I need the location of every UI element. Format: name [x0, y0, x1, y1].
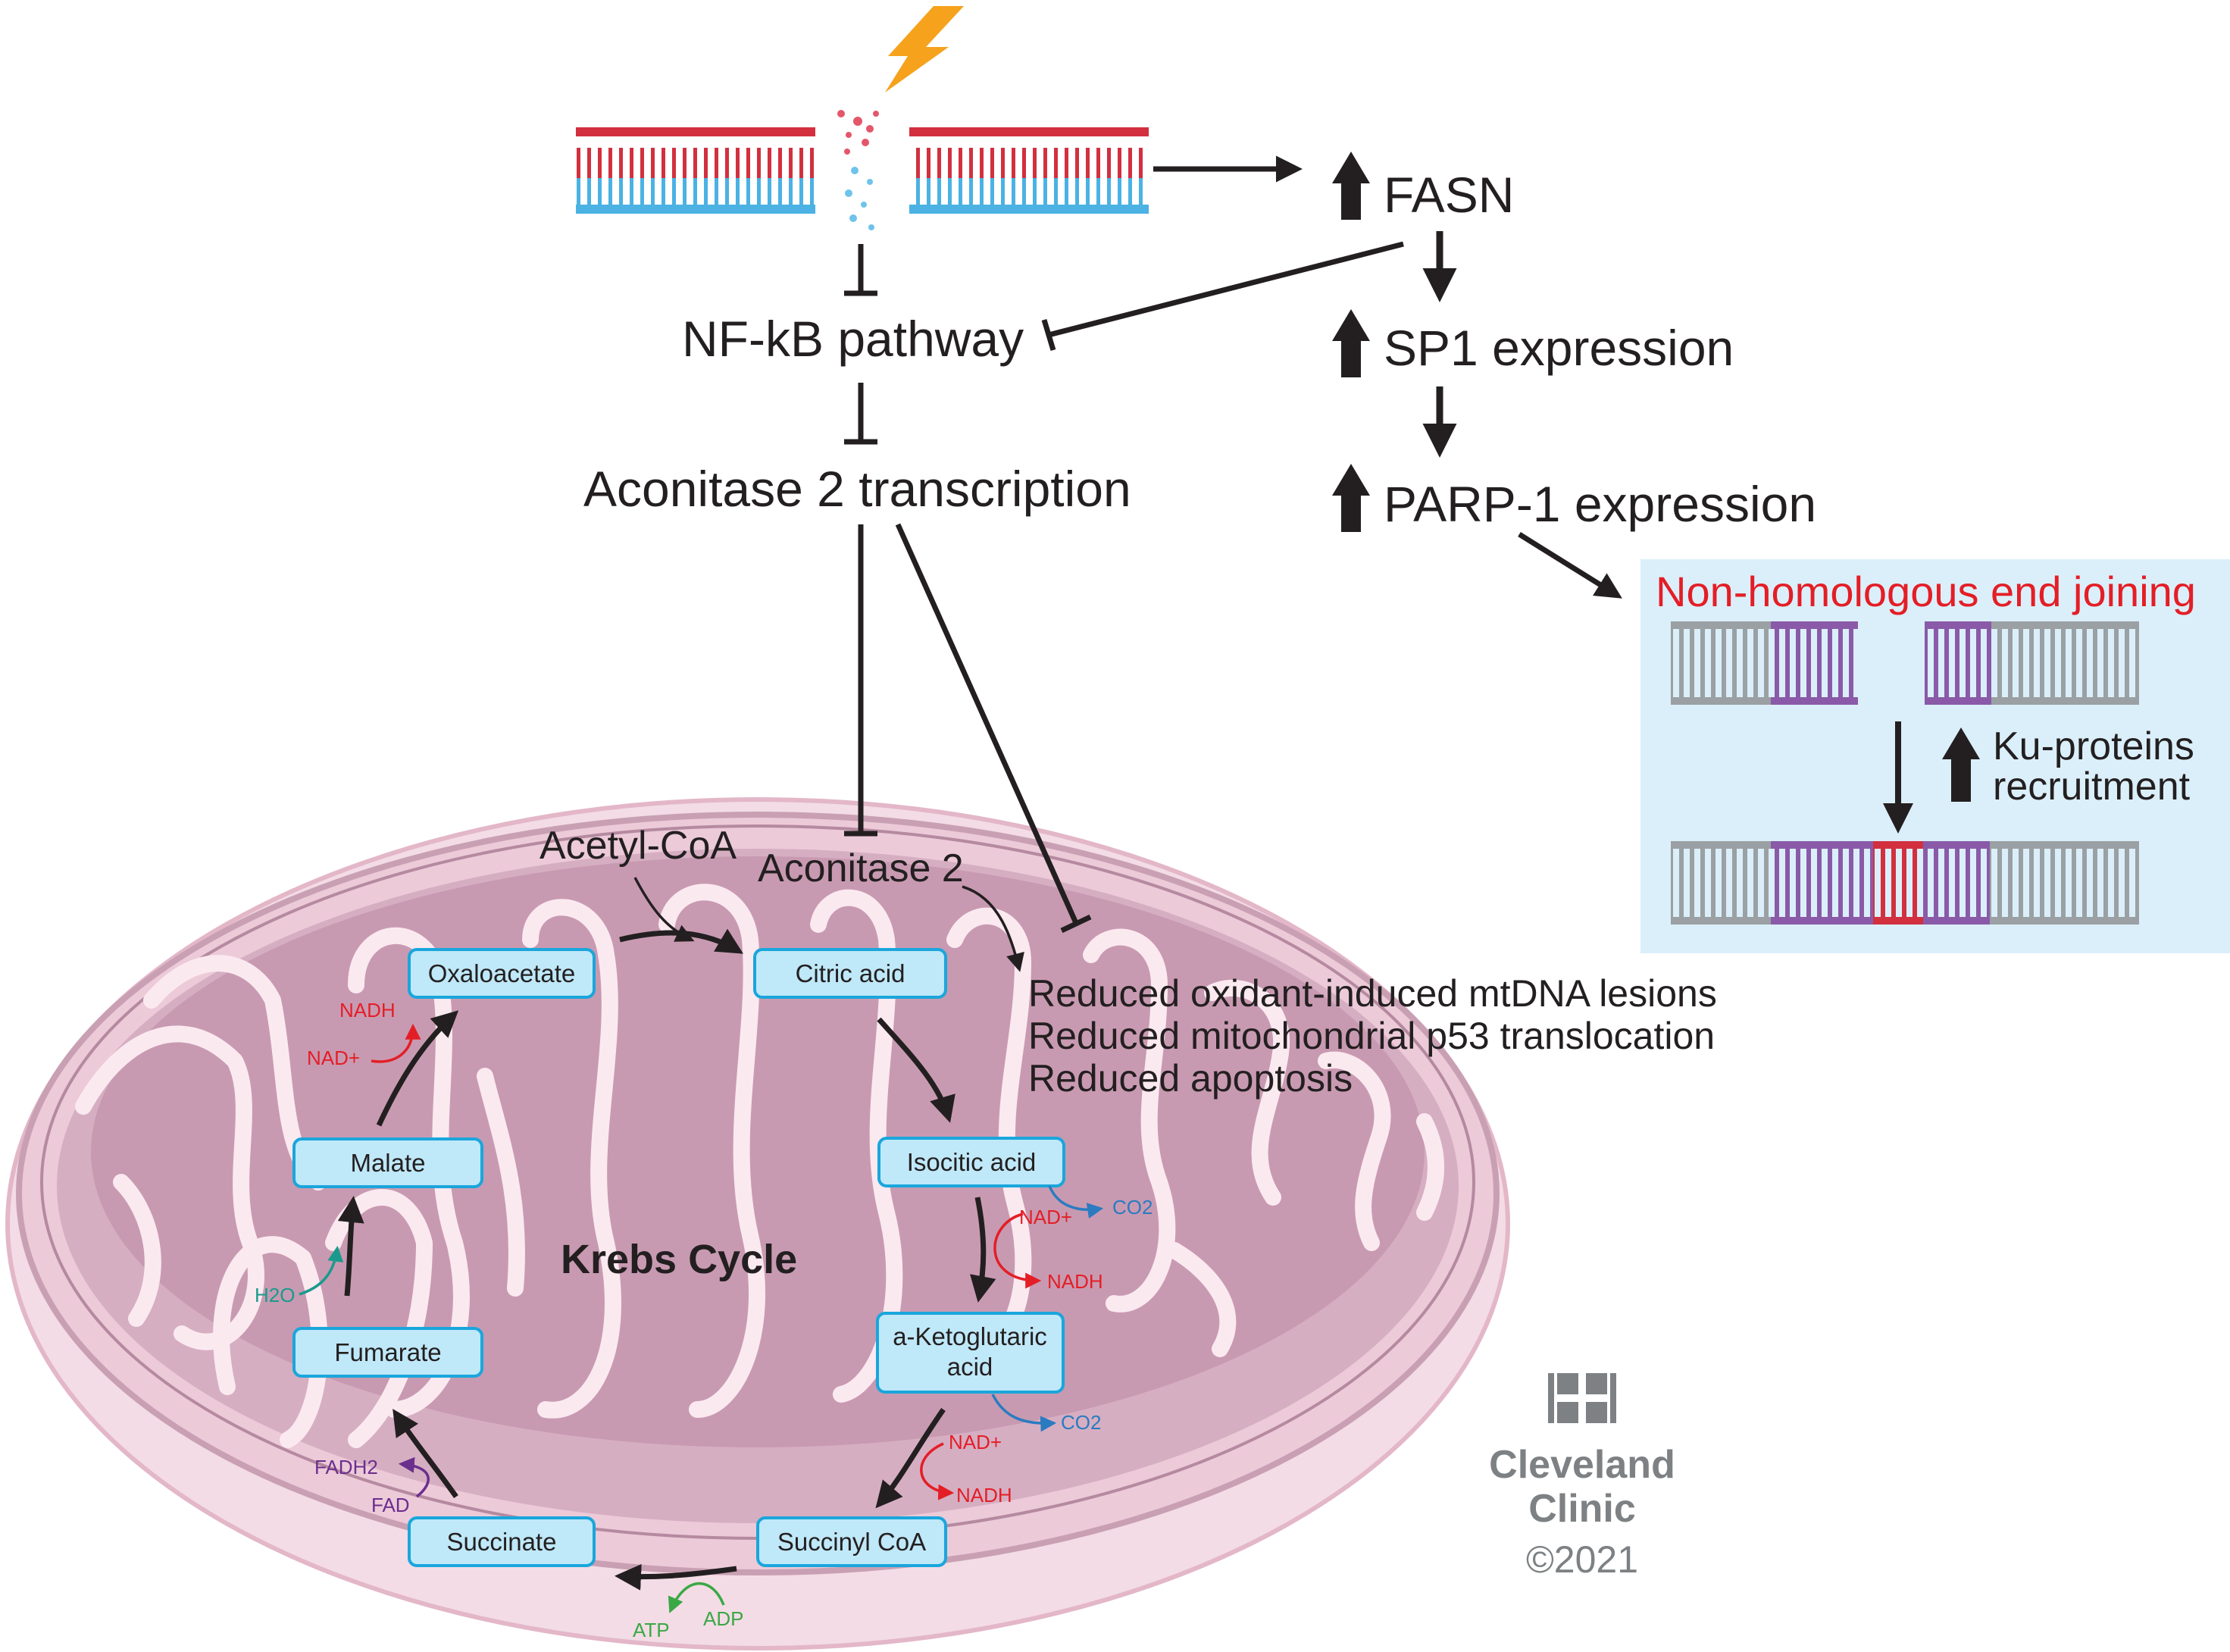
inhibit-transcription-to-effects [895, 523, 1092, 934]
svg-text:Isocitic acid: Isocitic acid [907, 1148, 1037, 1176]
krebs-node-fumarate: Fumarate [292, 1327, 483, 1378]
atp-label: ATP [633, 1619, 670, 1641]
logo-line-2: Clinic [1528, 1487, 1636, 1531]
nadh-label-1: NADH [339, 999, 396, 1022]
krebs-node-isocitric-acid: Isocitic acid [877, 1137, 1065, 1187]
svg-text:Oxaloacetate: Oxaloacetate [428, 959, 575, 987]
arrow-co2-1 [1048, 1185, 1104, 1219]
svg-text:Citric acid: Citric acid [796, 959, 905, 987]
inhibit-nfkb-to-aconitase-transcription [844, 383, 877, 445]
up-arrow-icon [1332, 309, 1370, 377]
nhej-panel: Non-homologous end joining Ku-proteins r… [1640, 559, 2230, 953]
effect-line-2: Reduced mitochondrial p53 translocation [1028, 1015, 1715, 1057]
inhibit-fasn-to-nfkb [1041, 241, 1404, 352]
inhibit-transcription-to-aconitase2 [844, 524, 877, 837]
effect-line-3: Reduced apoptosis [1028, 1057, 1353, 1100]
arrow-fad-to-fadh2 [398, 1456, 430, 1498]
krebs-node-citric-acid: Citric acid [753, 948, 947, 999]
cleveland-clinic-logo: Cleveland Clinic ©2021 [1489, 1373, 1675, 1581]
arrow-adp-to-atp [668, 1582, 725, 1613]
nad-label-3: NAD+ [949, 1431, 1002, 1453]
adp-label: ADP [703, 1607, 743, 1630]
effect-line-1: Reduced oxidant-induced mtDNA lesions [1028, 972, 1717, 1015]
arrow-nad-to-nadh-2 [993, 1212, 1042, 1289]
nhej-title: Non-homologous end joining [1656, 568, 2196, 615]
arrow-parp1-to-nhej [1518, 532, 1622, 599]
parp1-label: PARP-1 expression [1384, 476, 1816, 532]
copyright: ©2021 [1526, 1538, 1638, 1581]
svg-text:Malate: Malate [350, 1149, 425, 1177]
arrow-co2-2 [991, 1394, 1057, 1432]
lightning-icon [885, 6, 964, 92]
svg-text:acid: acid [947, 1353, 993, 1381]
arrow-fumarate-to-malate [337, 1196, 364, 1297]
damaged-dna [576, 110, 1149, 230]
arrow-malate-to-oxaloacetate [376, 1010, 459, 1127]
krebs-node-ketoglutaric-acid: a-Ketoglutaric acid [876, 1312, 1065, 1394]
krebs-node-succinate: Succinate [408, 1516, 596, 1567]
inhibit-dna-to-nfkb [844, 244, 877, 296]
h2o-label: H2O [255, 1284, 295, 1306]
nad-label-1: NAD+ [307, 1047, 360, 1069]
ku-label-line2: recruitment [1993, 765, 2191, 809]
aconitase2-label: Aconitase 2 [758, 846, 964, 890]
cleveland-clinic-emblem-icon [1548, 1373, 1616, 1423]
aconitase-transcription-label: Aconitase 2 transcription [583, 461, 1131, 517]
up-arrow-icon [1942, 727, 1980, 802]
arrow-nad-to-nadh-3 [920, 1442, 955, 1500]
krebs-node-malate: Malate [292, 1137, 483, 1188]
fasn-label: FASN [1384, 167, 1514, 223]
arrow-ketoglutaric-to-succinyl [875, 1407, 946, 1509]
up-arrow-icon [1332, 152, 1370, 220]
arrow-succinate-to-fumarate [393, 1409, 458, 1499]
krebs-cycle-title: Krebs Cycle [561, 1237, 797, 1282]
krebs-node-oxaloacetate: Oxaloacetate [408, 948, 596, 999]
fadh2-label: FADH2 [314, 1456, 378, 1478]
up-arrow-icon [1332, 464, 1370, 532]
ku-label-line1: Ku-proteins [1993, 724, 2194, 768]
krebs-node-succinyl-coa: Succinyl CoA [756, 1516, 947, 1567]
nfkb-label: NF-kB pathway [682, 311, 1024, 367]
co2-label-2: CO2 [1061, 1411, 1101, 1434]
svg-text:Succinate: Succinate [447, 1528, 557, 1556]
svg-text:a-Ketoglutaric: a-Ketoglutaric [893, 1322, 1047, 1350]
svg-text:Fumarate: Fumarate [334, 1338, 441, 1366]
arrow-succinyl-to-succinate [615, 1563, 737, 1591]
arrow-citric-to-isocitric [877, 1017, 955, 1123]
logo-line-1: Cleveland [1489, 1443, 1675, 1487]
nad-label-2: NAD+ [1019, 1206, 1072, 1228]
nadh-label-2: NADH [1047, 1270, 1103, 1293]
arrow-h2o [299, 1245, 344, 1296]
sp1-label: SP1 expression [1384, 320, 1734, 376]
svg-text:Succinyl CoA: Succinyl CoA [777, 1528, 926, 1556]
co2-label-1: CO2 [1112, 1196, 1153, 1219]
arrow-aconitase2-to-effects [962, 885, 1024, 972]
acetyl-coa-label: Acetyl-CoA [540, 824, 737, 868]
nadh-label-3: NADH [956, 1484, 1012, 1507]
arrow-isocitric-to-ketoglutaric [970, 1197, 996, 1303]
arrow-oxaloacetate-to-citric [619, 928, 744, 954]
fad-label: FAD [371, 1494, 410, 1516]
arrow-nad-to-nadh-1 [371, 1023, 421, 1063]
